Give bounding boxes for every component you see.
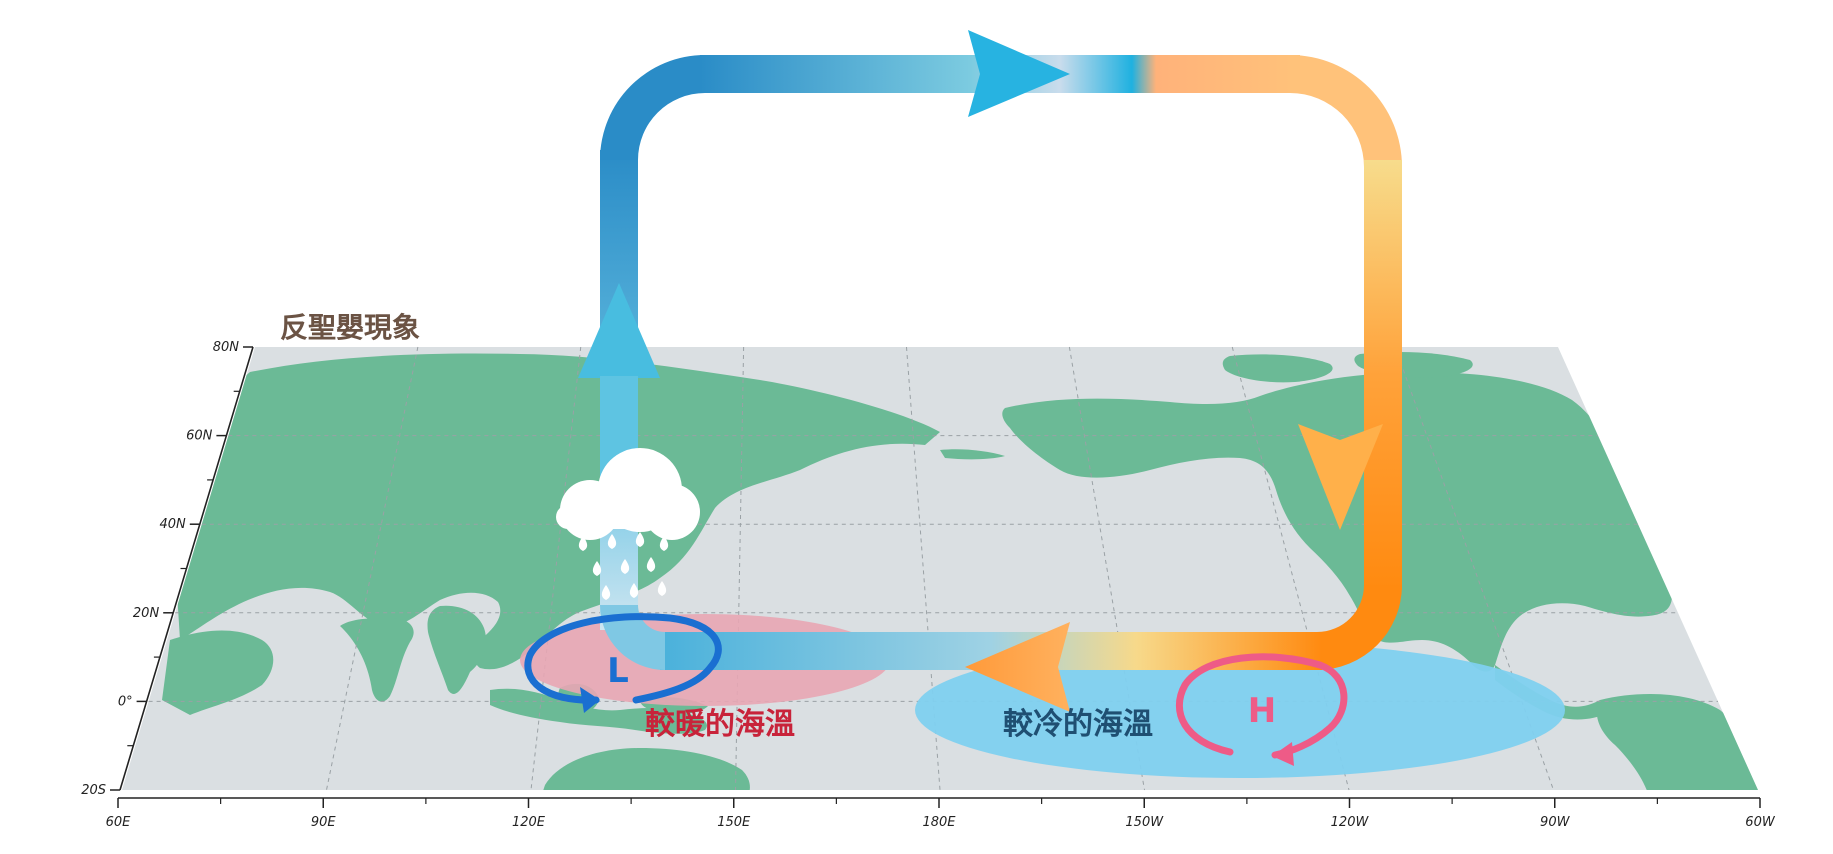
raindrop [592,561,602,576]
low-pressure-system: L [524,613,722,713]
landmass-south-america [1596,694,1758,790]
raindrop [620,559,630,574]
lon-gridline [530,346,582,791]
lon-tick-label: 90W [1540,815,1571,830]
lat-tick-label: 80N [213,340,240,355]
raindrop [657,581,667,596]
high-pressure-ring [1175,653,1348,759]
landmass-arabia [162,630,274,715]
low-pressure-ring [524,613,722,704]
lat-tick-label: 40N [160,517,187,532]
lon-gridline [1068,346,1145,791]
raindrop [659,536,669,551]
lon-tick-label: 60E [106,815,132,830]
landmass-aleutians [940,449,1005,460]
diagram-title: 反聖嬰現象 [280,311,420,344]
lon-tick-label: 150E [717,815,751,830]
lat-tick-label: 0° [118,694,133,709]
lon-ticks: 60E 90E 120E 150E 180E 150W 120W 90W 60W [106,798,1776,830]
lon-tick-label: 120W [1331,815,1370,830]
lat-ticks: 80N 60N 40N 20N 0° 20S [81,340,253,798]
raindrop [646,557,656,572]
raindrop [601,585,611,600]
arrow-left-surface [965,622,1070,712]
lon-tick-label: 180E [922,815,956,830]
loop-corner-bottom-left [600,605,665,670]
cold-sst-zone [915,642,1565,778]
high-pressure-arrowhead [1272,742,1294,766]
lon-gridline [735,346,745,791]
landmass-arctic-islands [1222,354,1333,383]
rain-cloud [556,448,700,540]
raindrops [578,532,669,600]
lon-tick-label: 150W [1125,815,1164,830]
lat-tick-label: 20N [133,606,160,621]
sinking-air-column [1364,160,1402,590]
landmass-indonesia [490,688,708,734]
low-pressure-arrowhead [580,687,600,713]
loop-corner-bottom-right [1317,585,1402,670]
raindrop [607,534,617,549]
landmass-australia [540,748,750,790]
high-pressure-system: H [1175,653,1348,766]
loop-corner-top-right-arc [1290,55,1402,167]
lon-tick-label: 60W [1745,815,1776,830]
arrow-right-upper [968,30,1070,117]
loop-corner-top-left [600,55,705,160]
raindrop [629,583,639,598]
landmass-india [340,618,414,702]
high-pressure-label: H [1248,691,1276,731]
raindrop [578,536,588,551]
warm-sst-label: 較暖的海溫 [645,707,795,742]
landmass-indochina [427,605,487,694]
raindrop [635,532,645,547]
lat-tick-label: 20S [81,783,106,798]
lon-tick-label: 120E [512,815,546,830]
lon-tick-label: 90E [311,815,337,830]
lat-tick-label: 60N [186,429,213,444]
arrow-down-sinking [1298,424,1383,530]
low-pressure-label: L [607,651,629,691]
lon-gridline [326,346,419,791]
cold-sst-label: 較冷的海溫 [1003,707,1153,742]
arrow-up-rising [578,283,660,378]
